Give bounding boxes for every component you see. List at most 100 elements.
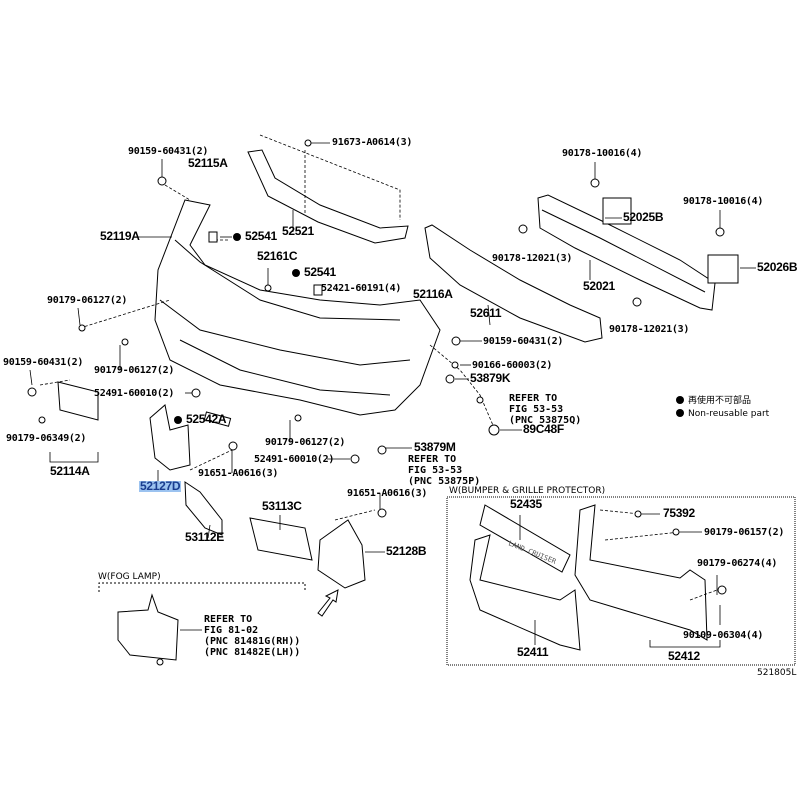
part-label[interactable]: 90179-06274(4)	[697, 558, 778, 569]
fastener-icon	[590, 178, 600, 188]
fastener-icon	[445, 374, 455, 384]
part-number: 52542A	[186, 412, 227, 426]
part-label-selected[interactable]: 52127D	[139, 479, 182, 493]
part-bumper-cover-drawing	[154, 199, 441, 416]
part-label[interactable]: 52114A	[50, 464, 90, 478]
arrow-icon	[317, 589, 339, 617]
fastener-icon	[27, 387, 37, 397]
part-52611-drawing	[424, 224, 603, 343]
part-52025B-drawing	[602, 197, 632, 225]
clip-icon	[313, 284, 323, 296]
part-label[interactable]: 52025B	[623, 210, 664, 224]
part-label[interactable]: 52491-60010(2)	[254, 454, 335, 465]
part-label[interactable]: 52026B	[757, 260, 798, 274]
part-label[interactable]: 52435	[510, 497, 542, 511]
part-label[interactable]: 52021	[583, 279, 615, 293]
part-label[interactable]: 91651-A0616(3)	[347, 488, 428, 499]
fastener-icon	[672, 528, 680, 536]
part-label[interactable]: 90109-06304(4)	[683, 630, 764, 641]
part-label[interactable]: 90179-06349(2)	[6, 433, 87, 444]
part-label[interactable]: 52115A	[188, 156, 228, 170]
non-reusable-dot-icon	[233, 233, 241, 241]
fastener-icon	[157, 176, 167, 186]
part-label[interactable]: 52421-60191(4)	[321, 283, 402, 294]
part-label[interactable]: 90179-06127(2)	[94, 365, 175, 376]
part-label[interactable]: 53113C	[262, 499, 302, 513]
part-label[interactable]: 52128B	[386, 544, 427, 558]
part-label[interactable]: 52116A	[413, 287, 453, 301]
clip-icon	[203, 411, 232, 427]
fastener-icon	[632, 297, 642, 307]
fastener-icon	[78, 324, 86, 332]
part-52127D-drawing	[149, 404, 191, 471]
legend: 再使用不可部品 Non-reusable part	[676, 395, 769, 421]
legend-jp: 再使用不可部品	[676, 395, 769, 408]
fastener-icon	[717, 585, 727, 595]
part-label[interactable]: 90159-60431(2)	[483, 336, 564, 347]
part-label[interactable]: 91673-A0614(3)	[332, 137, 413, 148]
refer-note-fog-lamp[interactable]: REFER TO FIG 81-02 (PNC 81481G(RH)) (PNC…	[204, 614, 301, 658]
fastener-icon	[518, 224, 528, 234]
part-label[interactable]: 90178-12021(3)	[609, 324, 690, 335]
part-label[interactable]: 90179-06157(2)	[704, 527, 785, 538]
part-label[interactable]: 90166-60003(2)	[472, 360, 553, 371]
non-reusable-dot-icon	[676, 409, 684, 417]
part-52128B-drawing	[317, 519, 366, 589]
fastener-icon	[38, 416, 46, 424]
refer-note-53875Q[interactable]: REFER TO FIG 53-53 (PNC 53875Q)	[509, 393, 582, 426]
protector-section-box	[446, 496, 796, 666]
part-label[interactable]: 52411	[517, 645, 549, 659]
protector-section-title: W(BUMPER & GRILLE PROTECTOR)	[449, 486, 606, 496]
fastener-icon	[294, 414, 302, 422]
part-52026B-drawing	[707, 254, 739, 284]
clip-icon	[208, 231, 218, 243]
part-52114A-drawing	[57, 381, 99, 421]
part-label[interactable]: 75392	[663, 506, 695, 520]
part-53113C-drawing	[249, 517, 313, 561]
fastener-icon	[715, 227, 725, 237]
part-label[interactable]: 52611	[470, 306, 502, 320]
fastener-icon	[156, 658, 164, 666]
diagram-code: 521805L	[757, 668, 797, 678]
part-label[interactable]: 52119A	[100, 229, 140, 243]
part-label[interactable]: 90178-10016(4)	[562, 148, 643, 159]
fastener-icon	[304, 139, 312, 147]
legend-en-text: Non-reusable part	[688, 409, 770, 419]
part-label[interactable]: 90179-06127(2)	[265, 437, 346, 448]
part-label[interactable]: 89C48F	[523, 422, 564, 436]
refer-note-53875P[interactable]: REFER TO FIG 53-53 (PNC 53875P)	[408, 454, 481, 487]
fastener-icon	[488, 424, 500, 436]
non-reusable-dot-icon	[676, 396, 684, 404]
part-label[interactable]: 52491-60010(2)	[94, 388, 175, 399]
part-label[interactable]: 52541	[233, 229, 277, 243]
part-label[interactable]: 90159-60431(2)	[128, 146, 209, 157]
fastener-icon	[121, 338, 129, 346]
part-52412-drawing	[574, 504, 708, 641]
part-label[interactable]: 91651-A0616(3)	[198, 468, 279, 479]
part-label[interactable]: 52521	[282, 224, 314, 238]
fastener-icon	[264, 284, 272, 292]
part-label[interactable]: 53879M	[414, 440, 456, 454]
part-label[interactable]: 90159-60431(2)	[3, 357, 84, 368]
part-label[interactable]: 52542A	[174, 412, 227, 426]
part-fog-lamp-bracket-drawing	[117, 593, 179, 661]
part-label[interactable]: 52412	[668, 649, 700, 663]
part-label[interactable]: 53879K	[470, 371, 511, 385]
part-label[interactable]: 52161C	[257, 249, 298, 263]
fastener-icon	[634, 510, 642, 518]
part-label[interactable]: 90178-10016(4)	[683, 196, 764, 207]
part-52021-drawing	[537, 194, 716, 311]
legend-jp-text: 再使用不可部品	[688, 396, 752, 406]
part-label[interactable]: 90178-12021(3)	[492, 253, 573, 264]
fastener-icon	[451, 336, 461, 346]
part-label[interactable]: 53112E	[185, 530, 224, 544]
part-label[interactable]: 52541	[292, 266, 336, 278]
fastener-icon	[377, 508, 387, 518]
fastener-icon	[228, 441, 238, 451]
part-label[interactable]: 90179-06127(2)	[47, 295, 128, 306]
non-reusable-dot-icon	[292, 269, 300, 277]
part-53112E-drawing	[184, 481, 223, 536]
part-number: 52541	[245, 229, 277, 243]
